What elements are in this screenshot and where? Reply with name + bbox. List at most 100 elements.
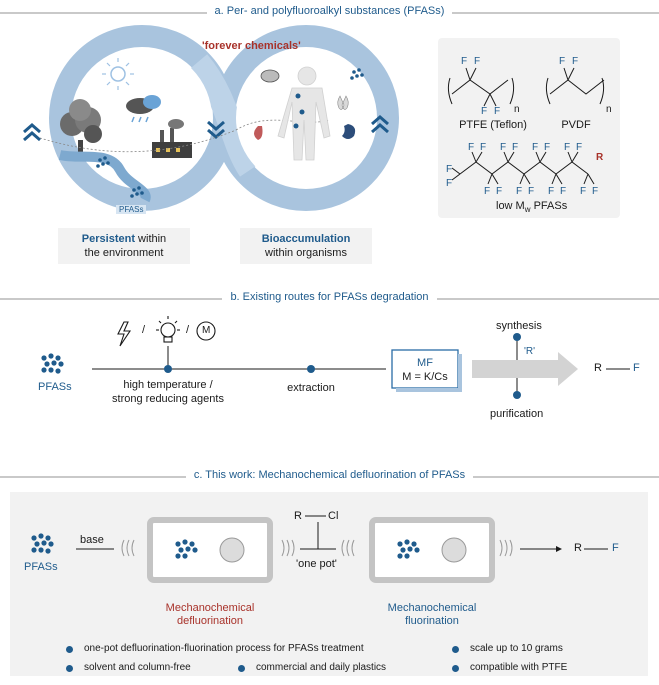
atom-f: F	[528, 186, 535, 197]
atom-f: F	[496, 186, 503, 197]
atom-f: F	[480, 142, 487, 153]
milling-ball-icon	[441, 537, 467, 563]
one-pot-label: 'one pot'	[296, 558, 337, 570]
subscript-n: n	[514, 104, 520, 115]
atom-r: R	[596, 152, 604, 163]
vibration-waves-icon	[121, 539, 513, 557]
rcl-r: R	[294, 510, 302, 522]
pfas-dots-icon	[397, 539, 420, 559]
atom-f: F	[512, 142, 519, 153]
light-bulb-icon	[156, 316, 180, 343]
milling-jar-1	[147, 517, 273, 583]
bullet-dot	[66, 665, 73, 672]
atom-f: F	[461, 56, 468, 67]
product-f: F	[612, 542, 619, 554]
process-dot	[513, 333, 521, 341]
atom-f: F	[572, 56, 579, 67]
mechanochem-icon	[196, 321, 216, 341]
chevron-up-icon	[371, 115, 389, 134]
product-f: F	[633, 362, 640, 374]
base-label: base	[80, 534, 104, 546]
infinity-loop-illustration	[23, 25, 399, 211]
atom-f: F	[576, 142, 583, 153]
conditions-label: high temperature /strong reducing agents	[112, 379, 224, 405]
atom-f: F	[484, 186, 491, 197]
bullet-dot	[238, 665, 245, 672]
pfas-dots-icon	[175, 539, 198, 559]
atom-f: F	[580, 186, 587, 197]
ptfe-structure	[447, 67, 515, 107]
pvdf-structure	[545, 67, 605, 105]
organ-dots	[293, 93, 305, 129]
m-label: M	[202, 325, 211, 336]
sun-rays-icon	[102, 58, 134, 90]
structures-panel	[438, 38, 620, 218]
polymer-structures	[447, 67, 605, 185]
process-dot	[307, 365, 315, 373]
arrow-head-icon	[556, 546, 562, 552]
extraction-label: extraction	[287, 382, 335, 394]
atom-f: F	[494, 106, 501, 117]
rcl-cl: Cl	[328, 510, 339, 522]
kidney-icon	[254, 126, 263, 140]
pfas-dots-icon	[41, 353, 64, 374]
section-a-title: a. Per- and polyfluoroalkyl substances (…	[0, 5, 659, 17]
section-c-title: c. This work: Mechanochemical defluorina…	[0, 469, 659, 481]
product-r: R	[574, 542, 582, 554]
synthesis-label: synthesis	[496, 320, 542, 332]
bullet-item: compatible with PTFE	[470, 662, 568, 673]
product-r: R	[594, 362, 602, 374]
section-b-title: b. Existing routes for PFASs degradation	[0, 291, 659, 303]
big-arrow-icon	[472, 352, 578, 386]
ptfe-label: PTFE (Teflon)	[459, 119, 527, 131]
pfas-label: PFASs	[38, 381, 72, 393]
forever-chemicals-label: 'forever chemicals'	[202, 40, 301, 52]
atom-f: F	[592, 186, 599, 197]
atom-f: F	[516, 186, 523, 197]
atom-f: F	[559, 56, 566, 67]
human-silhouette-icon	[277, 66, 331, 161]
atom-f: F	[446, 178, 453, 189]
sun-icon	[110, 66, 126, 82]
bullet-dot	[66, 646, 73, 653]
route-c-diagram	[31, 515, 608, 583]
atom-f: F	[532, 142, 539, 153]
stomach-icon	[342, 124, 356, 139]
pfas-label: PFASs	[24, 561, 58, 573]
pfas-dots-icon	[130, 186, 144, 198]
low-mw-label: low Mw PFASs	[496, 200, 568, 215]
atom-f: F	[446, 164, 453, 175]
section-c-panel	[10, 492, 648, 676]
pfas-dots-icon	[350, 68, 364, 80]
atom-f: F	[544, 142, 551, 153]
rain-cloud-icon	[126, 95, 161, 123]
factory-icon	[152, 119, 192, 158]
chevron-up-icon	[23, 123, 41, 142]
bullet-dot	[452, 646, 459, 653]
route-b-diagram	[41, 316, 630, 399]
atom-f: F	[548, 186, 555, 197]
brain-icon	[260, 69, 280, 83]
bullet-item: one-pot defluorination-fluorination proc…	[84, 643, 364, 654]
bioaccumulation-box: Bioaccumulation within organisms	[240, 228, 372, 264]
milling-jar-2	[369, 517, 495, 583]
chevron-down-icon	[207, 120, 225, 139]
pfas-dots-icon	[96, 156, 110, 168]
bullet-dot	[452, 665, 459, 672]
bullet-item: solvent and column-free	[84, 662, 191, 673]
pfas-dots-icon	[31, 533, 54, 554]
atom-f: F	[564, 142, 571, 153]
pfas-tag: PFASs	[116, 205, 147, 214]
process-dot	[513, 391, 521, 399]
loop-crossing	[188, 54, 261, 177]
bullet-item: scale up to 10 grams	[470, 643, 563, 654]
purification-label: purification	[490, 408, 544, 420]
slash: /	[142, 324, 146, 336]
slash: /	[186, 324, 190, 336]
atom-f: F	[481, 106, 488, 117]
low-mw-pfas-structure	[451, 151, 595, 185]
atom-f: F	[468, 142, 475, 153]
process-dot	[164, 365, 172, 373]
